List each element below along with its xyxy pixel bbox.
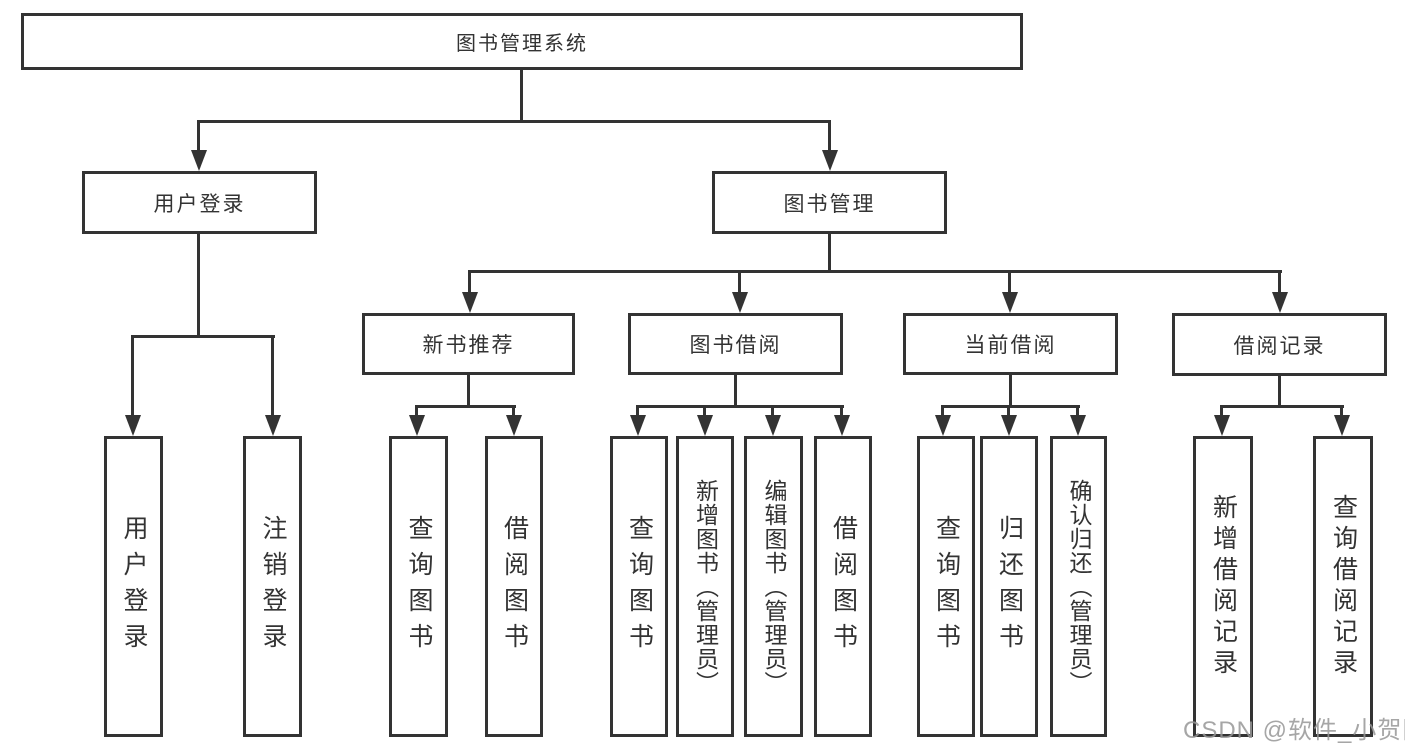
- connector-line: [1076, 405, 1079, 416]
- arrow-down-icon: [834, 415, 850, 436]
- node-current-borrowing: 当前借阅: [903, 313, 1118, 375]
- connector-line: [840, 405, 843, 416]
- connector-line: [467, 375, 470, 407]
- connector-line: [1008, 270, 1011, 293]
- connector-line: [1278, 375, 1281, 408]
- connector-line: [271, 335, 274, 416]
- arrow-down-icon: [630, 415, 646, 436]
- leaf-user-login: 用户登录: [104, 436, 163, 737]
- leaf-label: 归还图书: [995, 514, 1024, 659]
- leaf-edit-books-admin: 编辑图书（管理员）: [744, 436, 803, 737]
- connector-line: [520, 70, 523, 123]
- arrow-down-icon: [732, 292, 748, 313]
- arrow-down-icon: [125, 415, 141, 436]
- connector-line: [771, 405, 774, 416]
- connector-line: [131, 335, 134, 416]
- leaf-label: 新增借阅记录: [1209, 493, 1238, 680]
- arrow-down-icon: [1070, 415, 1086, 436]
- connector-line: [636, 405, 639, 416]
- leaf-label: 查询图书: [405, 514, 433, 659]
- leaf-label: 用户登录: [120, 514, 148, 659]
- connector-line: [828, 234, 831, 272]
- node-borrowing-records: 借阅记录: [1172, 313, 1387, 376]
- leaf-query-borrow-record: 查询借阅记录: [1313, 436, 1373, 737]
- node-label: 新书推荐: [422, 334, 515, 357]
- leaf-label: 新增图书（管理员）: [692, 478, 719, 695]
- leaf-return-books: 归还图书: [980, 436, 1038, 737]
- connector-line: [197, 234, 200, 338]
- leaf-borrow-books-recommend: 借阅图书: [485, 436, 543, 737]
- leaf-label: 查询图书: [932, 514, 961, 659]
- arrow-down-icon: [765, 415, 781, 436]
- connector-line: [468, 270, 471, 293]
- connector-line: [1009, 375, 1012, 407]
- arrow-down-icon: [191, 150, 207, 171]
- connector-line: [738, 270, 741, 293]
- leaf-label: 查询借阅记录: [1329, 493, 1358, 680]
- connector-line: [1220, 405, 1344, 408]
- leaf-label: 编辑图书（管理员）: [761, 478, 787, 695]
- leaf-query-books-recommend: 查询图书: [389, 436, 448, 737]
- connector-line: [941, 405, 1080, 408]
- leaf-label: 注销登录: [259, 514, 287, 659]
- arrow-down-icon: [409, 415, 425, 436]
- arrow-down-icon: [935, 415, 951, 436]
- arrow-down-icon: [506, 415, 522, 436]
- leaf-borrow-books-borrowing: 借阅图书: [814, 436, 872, 737]
- connector-line: [512, 405, 515, 416]
- leaf-query-books-borrowing: 查询图书: [610, 436, 668, 737]
- connector-line: [131, 335, 275, 338]
- connector-line: [415, 405, 516, 408]
- leaf-query-books-current: 查询图书: [917, 436, 975, 737]
- arrow-down-icon: [1272, 292, 1288, 313]
- connector-line: [1340, 405, 1343, 416]
- connector-line: [468, 270, 1282, 273]
- arrow-down-icon: [697, 415, 713, 436]
- connector-line: [828, 120, 831, 151]
- node-book-borrowing: 图书借阅: [628, 313, 843, 375]
- arrow-down-icon: [1001, 415, 1017, 436]
- node-book-management: 图书管理: [712, 171, 947, 234]
- connector-line: [636, 405, 844, 408]
- leaf-label: 借阅图书: [500, 514, 529, 659]
- node-label: 用户登录: [153, 192, 246, 216]
- connector-line: [1220, 405, 1223, 416]
- leaf-label: 确认归还（管理员）: [1066, 478, 1092, 695]
- connector-line: [415, 405, 418, 416]
- node-label: 图书管理系统: [456, 33, 588, 55]
- node-label: 图书管理: [783, 192, 876, 216]
- leaf-logout: 注销登录: [243, 436, 302, 737]
- arrow-down-icon: [1334, 415, 1350, 436]
- arrow-down-icon: [1214, 415, 1230, 436]
- connector-line: [734, 375, 737, 407]
- leaf-add-books-admin: 新增图书（管理员）: [676, 436, 734, 737]
- node-label: 图书借阅: [689, 334, 782, 357]
- connector-line: [941, 405, 944, 416]
- connector-line: [1278, 270, 1281, 293]
- node-new-book-recommendation: 新书推荐: [362, 313, 575, 375]
- node-library-management-system: 图书管理系统: [21, 13, 1023, 70]
- connector-line: [197, 120, 831, 123]
- connector-line: [197, 120, 200, 151]
- node-label: 当前借阅: [964, 334, 1057, 357]
- leaf-confirm-return-admin: 确认归还（管理员）: [1050, 436, 1107, 737]
- arrow-down-icon: [822, 150, 838, 171]
- leaf-label: 借阅图书: [829, 514, 858, 659]
- arrow-down-icon: [265, 415, 281, 436]
- leaf-label: 查询图书: [625, 514, 654, 659]
- node-label: 借阅记录: [1233, 334, 1326, 358]
- arrow-down-icon: [462, 292, 478, 313]
- csdn-watermark: CSDN @软件_小贺同学: [1183, 717, 1405, 744]
- leaf-add-borrow-record: 新增借阅记录: [1193, 436, 1253, 737]
- connector-line: [1007, 405, 1010, 416]
- arrow-down-icon: [1002, 292, 1018, 313]
- node-user-login: 用户登录: [82, 171, 317, 234]
- connector-line: [703, 405, 706, 416]
